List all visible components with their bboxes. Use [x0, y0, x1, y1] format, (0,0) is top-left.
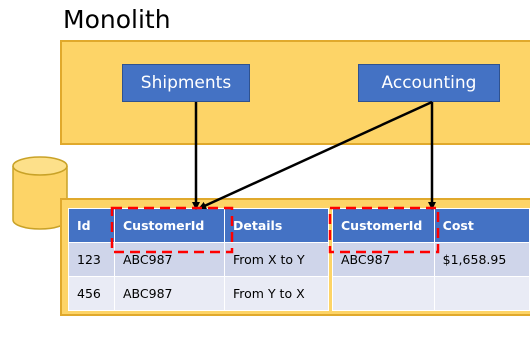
cell: 123	[68, 242, 115, 277]
accounting-label: Accounting	[381, 73, 477, 93]
accounting-service: Accounting	[358, 64, 500, 102]
table-row: 123 ABC987 From X to Y	[68, 242, 329, 277]
cell: ABC987	[114, 276, 225, 311]
cell: From X to Y	[224, 242, 329, 277]
table-row: ABC987 $1,658.95	[332, 242, 530, 277]
shipments-table: Id CustomerId Details 123 ABC987 From X …	[68, 208, 329, 311]
cell	[332, 276, 435, 311]
cell: 456	[68, 276, 115, 311]
arrow-accounting-to-customerid	[198, 100, 433, 210]
highlight-left-customerid	[110, 206, 234, 254]
header-customerid: CustomerId	[332, 208, 435, 243]
header-id: Id	[68, 208, 115, 243]
table-row: 456 ABC987 From Y to X	[68, 276, 329, 311]
highlight-right-customerid	[328, 206, 440, 254]
cell: From Y to X	[224, 276, 329, 311]
shipments-label: Shipments	[140, 73, 232, 93]
cell	[433, 276, 530, 311]
shipments-service: Shipments	[122, 64, 250, 102]
table-row	[332, 276, 530, 311]
cell: $1,658.95	[433, 242, 530, 277]
monolith-title: Monolith	[63, 5, 171, 34]
accounting-table: CustomerId Cost ABC987 $1,658.95	[332, 208, 530, 311]
cell: ABC987	[114, 242, 225, 277]
